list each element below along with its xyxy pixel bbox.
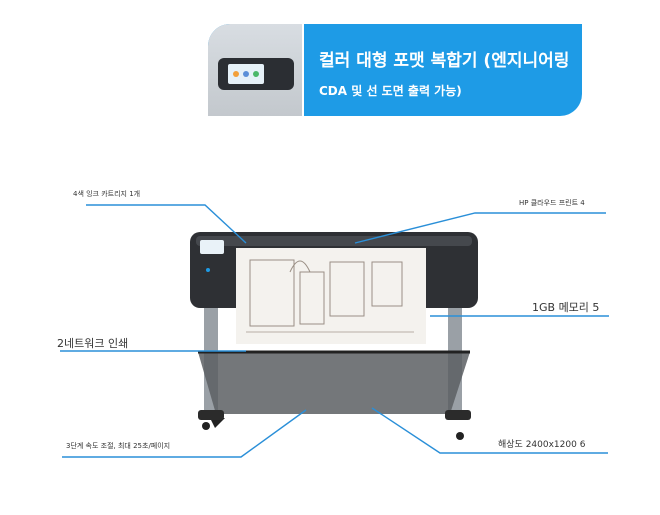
control-panel-device bbox=[218, 58, 294, 90]
banner-title: 컬러 대형 포맷 복합기 (엔지니어링 bbox=[319, 51, 570, 71]
control-panel-photo bbox=[208, 24, 304, 116]
printer-stand bbox=[198, 304, 471, 440]
callout-network-printing: 2네트워크 인쇄 bbox=[57, 337, 129, 350]
callout-memory: 1GB 메모리 5 bbox=[532, 301, 600, 314]
callout-resolution: 해상도 2400x1200 6 bbox=[498, 440, 586, 450]
touchscreen-icon bbox=[228, 64, 264, 84]
feature-banner: 컬러 대형 포맷 복합기 (엔지니어링 CDA 및 선 도면 출력 가능) bbox=[208, 24, 582, 116]
paper-sheet bbox=[236, 248, 426, 344]
banner-subtitle: CDA 및 선 도면 출력 가능) bbox=[319, 84, 462, 98]
callout-cloud-print: HP 클라우드 프린트 4 bbox=[519, 199, 585, 207]
callout-speed: 3단계 속도 조절, 최대 25초/페이지 bbox=[66, 442, 171, 450]
callout-ink-cartridge: 4색 잉크 카트리지 1개 bbox=[73, 190, 141, 198]
